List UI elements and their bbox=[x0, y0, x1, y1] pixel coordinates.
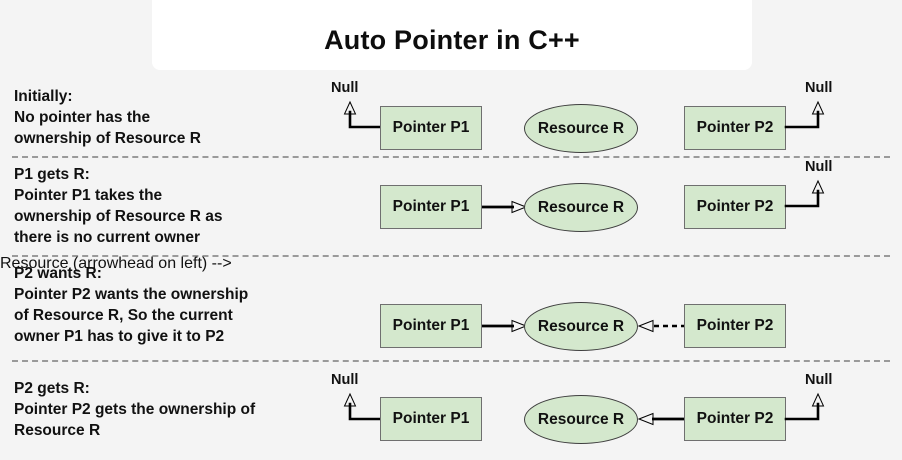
p2-null-arrow bbox=[784, 100, 825, 129]
caption-line: ownership of Resource R bbox=[14, 130, 201, 147]
pointer-p1-box[interactable]: Pointer P1 bbox=[380, 397, 482, 441]
pointer-p2-box[interactable]: Pointer P2 bbox=[684, 304, 786, 348]
caption-initially: Initially: No pointer has the ownership … bbox=[14, 86, 324, 149]
null-label-p2: Null bbox=[805, 80, 833, 96]
row-initially: Initially: No pointer has the ownership … bbox=[0, 0, 902, 156]
caption-line: Pointer P1 takes the bbox=[14, 187, 163, 204]
pointer-p2-box[interactable]: Pointer P2 bbox=[684, 397, 786, 441]
caption-line: Initially: bbox=[14, 88, 73, 105]
resource-r-ellipse[interactable]: Resource R bbox=[524, 104, 638, 153]
title-card: Auto Pointer in C++ bbox=[152, 0, 752, 70]
null-label-p1: Null bbox=[331, 372, 359, 388]
null-label-p1: Null bbox=[331, 80, 359, 96]
p2-to-resource-dashed-arrow bbox=[637, 319, 686, 333]
null-label-p2: Null bbox=[805, 159, 833, 175]
row-separator-2 bbox=[12, 255, 890, 257]
caption-line: ownership of Resource R as bbox=[14, 208, 223, 225]
caption-line: No pointer has the bbox=[14, 109, 151, 126]
p2-null-arrow bbox=[784, 179, 825, 208]
p1-to-resource-arrow bbox=[482, 319, 528, 333]
pointer-p1-box[interactable]: Pointer P1 bbox=[380, 185, 482, 229]
p2-to-resource-arrow bbox=[637, 412, 686, 426]
caption-line: P1 gets R: bbox=[14, 166, 90, 183]
caption-line: P2 gets R: bbox=[14, 380, 90, 397]
caption-p2-gets-r: P2 gets R: Pointer P2 gets the ownership… bbox=[14, 378, 324, 441]
caption-line: Resource R bbox=[14, 422, 101, 439]
caption-p1-gets-r: P1 gets R: Pointer P1 takes the ownershi… bbox=[14, 164, 324, 248]
caption-line: of Resource R, So the current bbox=[14, 307, 233, 324]
resource-r-ellipse[interactable]: Resource R bbox=[524, 395, 638, 444]
p2-null-arrow bbox=[784, 392, 825, 421]
pointer-p1-box[interactable]: Pointer P1 bbox=[380, 106, 482, 150]
row-p2-gets-r: P2 gets R: Pointer P2 gets the ownership… bbox=[0, 360, 902, 460]
caption-line: Pointer P2 gets the ownership of bbox=[14, 401, 256, 418]
null-label-p2: Null bbox=[805, 372, 833, 388]
row-separator-1 bbox=[12, 156, 890, 158]
resource-r-ellipse[interactable]: Resource R bbox=[524, 183, 638, 232]
caption-line: owner P1 has to give it to P2 bbox=[14, 328, 225, 345]
pointer-p2-box[interactable]: Pointer P2 bbox=[684, 106, 786, 150]
caption-line: P2 wants R: bbox=[14, 265, 102, 282]
pointer-p2-box[interactable]: Pointer P2 bbox=[684, 185, 786, 229]
row-p2-wants-r: P2 wants R: Pointer P2 wants the ownersh… bbox=[0, 255, 902, 360]
caption-line: Pointer P2 wants the ownership bbox=[14, 286, 249, 303]
p1-null-arrow bbox=[343, 392, 390, 421]
p1-null-arrow bbox=[343, 100, 390, 129]
pointer-p1-box[interactable]: Pointer P1 bbox=[380, 304, 482, 348]
caption-line: there is no current owner bbox=[14, 229, 201, 246]
p1-to-resource-arrow bbox=[482, 200, 528, 214]
caption-p2-wants-r: P2 wants R: Pointer P2 wants the ownersh… bbox=[14, 263, 324, 347]
row-separator-3 bbox=[12, 360, 890, 362]
resource-r-ellipse[interactable]: Resource R bbox=[524, 302, 638, 351]
page-title: Auto Pointer in C++ bbox=[324, 25, 580, 55]
row-p1-gets-r: P1 gets R: Pointer P1 takes the ownershi… bbox=[0, 156, 902, 255]
